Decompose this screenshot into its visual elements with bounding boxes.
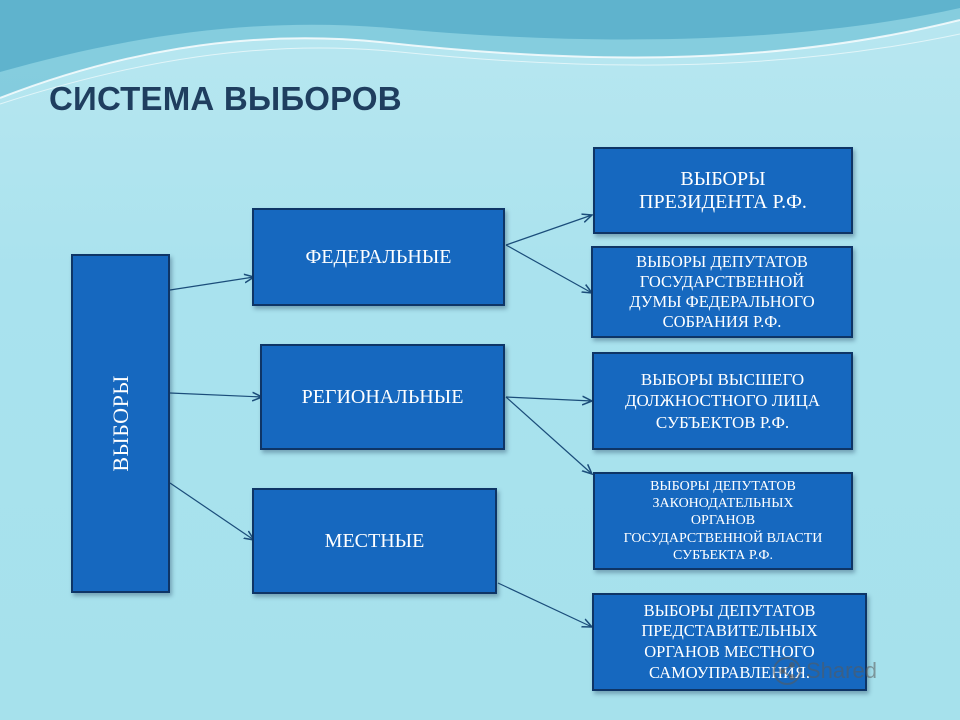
watermark: Shared	[772, 656, 877, 686]
level-label-local: МЕСТНЫЕ	[324, 529, 425, 552]
level-box-local: МЕСТНЫЕ	[252, 488, 497, 594]
root-box: ВЫБОРЫ	[71, 254, 170, 593]
outcome-box-local-council: ВЫБОРЫ ДЕПУТАТОВ ПРЕДСТАВИТЕЛЬНЫХ ОРГАНО…	[592, 593, 867, 691]
arrow-root-regional	[169, 393, 262, 397]
arrow-federal-duma	[505, 244, 592, 293]
outcome-box-state-duma: ВЫБОРЫ ДЕПУТАТОВ ГОСУДАРСТВЕННОЙ ДУМЫ ФЕ…	[591, 246, 853, 338]
outcome-label-state-duma: ВЫБОРЫ ДЕПУТАТОВ ГОСУДАРСТВЕННОЙ ДУМЫ ФЕ…	[629, 252, 815, 331]
arrow-regional-head	[505, 397, 592, 401]
arrow-local-council	[497, 582, 592, 627]
outcome-label-president: ВЫБОРЫ ПРЕЗИДЕНТА Р.Ф.	[639, 167, 807, 213]
outcome-label-regional-head: ВЫБОРЫ ВЫСШЕГО ДОЛЖНОСТНОГО ЛИЦА СУБЪЕКТ…	[624, 370, 821, 432]
arrow-root-local	[169, 482, 254, 540]
level-label-regional: РЕГИОНАЛЬНЫЕ	[301, 385, 464, 408]
outcome-box-regional-legislature: ВЫБОРЫ ДЕПУТАТОВ ЗАКОНОДАТЕЛЬНЫХ ОРГАНОВ…	[593, 472, 853, 570]
arrow-regional-legislature	[505, 396, 592, 474]
level-box-regional: РЕГИОНАЛЬНЫЕ	[260, 344, 505, 450]
decorative-wave	[0, 0, 960, 105]
arrow-federal-president	[505, 215, 592, 246]
outcome-label-local-council: ВЫБОРЫ ДЕПУТАТОВ ПРЕДСТАВИТЕЛЬНЫХ ОРГАНО…	[641, 600, 818, 682]
outcome-label-regional-legislature: ВЫБОРЫ ДЕПУТАТОВ ЗАКОНОДАТЕЛЬНЫХ ОРГАНОВ…	[623, 479, 823, 563]
share-logo-icon	[773, 657, 801, 685]
arrow-root-federal	[169, 277, 254, 291]
level-label-federal: ФЕДЕРАЛЬНЫЕ	[305, 245, 452, 268]
slide-title: СИСТЕМА ВЫБОРОВ	[49, 80, 402, 117]
level-box-federal: ФЕДЕРАЛЬНЫЕ	[252, 208, 505, 306]
watermark-text: Shared	[806, 658, 877, 683]
outcome-box-president: ВЫБОРЫ ПРЕЗИДЕНТА Р.Ф.	[593, 147, 853, 234]
root-label: ВЫБОРЫ	[107, 375, 133, 472]
outcome-box-regional-head: ВЫБОРЫ ВЫСШЕГО ДОЛЖНОСТНОГО ЛИЦА СУБЪЕКТ…	[592, 352, 853, 450]
